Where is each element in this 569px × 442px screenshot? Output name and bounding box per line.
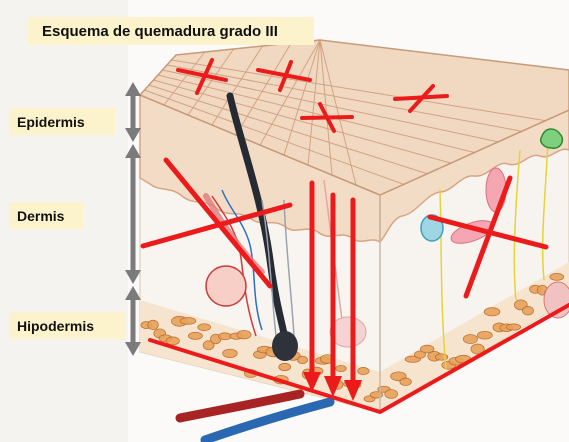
diagram-title: Esquema de quemadura grado III <box>28 17 314 45</box>
fat-cell <box>358 367 369 374</box>
fat-cell <box>297 356 307 363</box>
fat-cell <box>477 331 492 339</box>
receptor-green <box>541 129 563 148</box>
fat-cell <box>523 306 534 315</box>
hair-bulb <box>272 331 298 361</box>
fat-cell <box>180 318 196 325</box>
fat-cell <box>218 333 231 340</box>
fat-cell <box>506 324 520 330</box>
fat-cell <box>463 334 477 343</box>
label-dermis: Dermis <box>9 202 83 229</box>
fat-cell <box>223 349 238 358</box>
fat-cell <box>336 366 346 372</box>
fat-cell <box>385 390 398 399</box>
fat-cell <box>484 308 500 316</box>
label-hipodermis: Hipodermis <box>9 312 125 339</box>
fat-cell <box>279 363 291 370</box>
fat-cell <box>550 273 564 280</box>
fat-cell <box>188 332 202 339</box>
sebaceous-gland <box>206 266 246 306</box>
label-epidermis: Epidermis <box>9 108 115 135</box>
fat-cell <box>435 354 448 360</box>
fat-cell <box>237 330 251 339</box>
fat-cell <box>198 324 211 331</box>
fat-cell <box>400 378 412 385</box>
fat-cell <box>148 320 158 330</box>
